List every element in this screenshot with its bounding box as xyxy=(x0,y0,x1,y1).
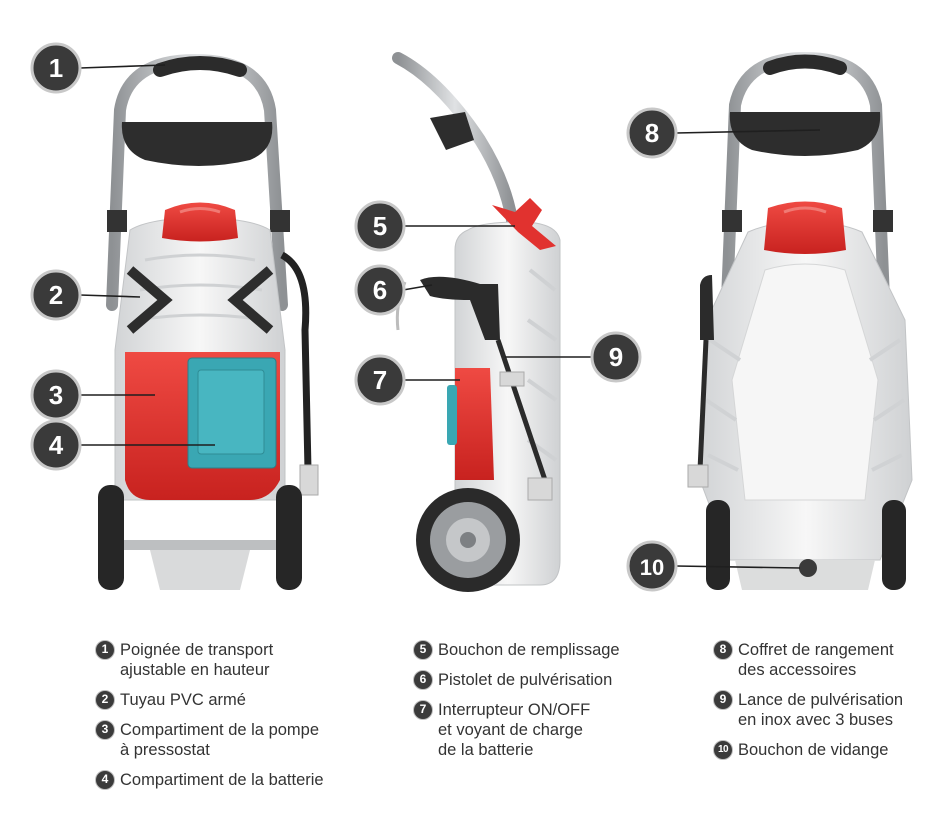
svg-text:10: 10 xyxy=(640,555,664,580)
legend-text: Bouchon de remplissage xyxy=(438,641,620,659)
legend-badge: 4 xyxy=(95,770,115,790)
callout-1: 1 xyxy=(30,42,82,94)
front-handle-grip xyxy=(153,56,247,77)
callout-7: 7 xyxy=(354,354,406,406)
legend-column-3: 8 Coffret de rangement des accessoires 9… xyxy=(713,640,928,770)
legend-item-3: 3 Compartiment de la pompe à pressostat xyxy=(95,720,395,760)
legend-item-6: 6 Pistolet de pulvérisation xyxy=(413,670,693,690)
legend-item-4: 4 Compartiment de la batterie xyxy=(95,770,395,790)
callout-5: 5 xyxy=(354,200,406,252)
legend-text: Coffret de rangement des accessoires xyxy=(738,641,894,679)
legend-badge: 6 xyxy=(413,670,433,690)
legend-text: Bouchon de vidange xyxy=(738,741,889,759)
legend-text: Interrupteur ON/OFF et voyant de charge … xyxy=(438,701,591,759)
back-storage-box xyxy=(729,112,881,156)
callout-10: 10 xyxy=(626,540,678,592)
legend-item-1: 1 Poignée de transport ajustable en haut… xyxy=(95,640,395,680)
back-cap xyxy=(764,201,846,254)
back-view xyxy=(687,51,913,590)
legend-item-2: 2 Tuyau PVC armé xyxy=(95,690,395,710)
svg-text:4: 4 xyxy=(49,430,64,460)
legend-text: Tuyau PVC armé xyxy=(120,691,246,709)
callout-2: 2 xyxy=(30,269,82,321)
legend-item-7: 7 Interrupteur ON/OFF et voyant de charg… xyxy=(413,700,693,760)
legend-text: Lance de pulvérisation en inox avec 3 bu… xyxy=(738,691,904,729)
legend-column-1: 1 Poignée de transport ajustable en haut… xyxy=(95,640,395,800)
side-handle xyxy=(392,52,518,496)
legend-badge: 2 xyxy=(95,690,115,710)
svg-text:3: 3 xyxy=(49,380,63,410)
legend-badge: 8 xyxy=(713,640,733,660)
callout-4: 4 xyxy=(30,419,82,471)
callout-8: 8 xyxy=(626,107,678,159)
legend-badge: 7 xyxy=(413,700,433,720)
side-view xyxy=(392,52,561,592)
callout-3: 3 xyxy=(30,369,82,421)
leader-lines xyxy=(79,64,821,569)
front-handle-bar xyxy=(121,122,273,166)
side-spray-gun xyxy=(420,276,500,340)
legend-badge: 5 xyxy=(413,640,433,660)
legend-badge: 9 xyxy=(713,690,733,710)
side-cap xyxy=(492,198,556,250)
sprayer-diagram: 1 2 3 4 5 6 7 8 9 10 xyxy=(30,42,913,592)
legend-text: Compartiment de la batterie xyxy=(120,771,324,789)
svg-text:2: 2 xyxy=(49,280,63,310)
legend-item-9: 9 Lance de pulvérisation en inox avec 3 … xyxy=(713,690,928,730)
legend-item-10: 10 Bouchon de vidange xyxy=(713,740,928,760)
legend-text: Pistolet de pulvérisation xyxy=(438,671,613,689)
svg-text:5: 5 xyxy=(373,211,387,241)
svg-text:7: 7 xyxy=(373,365,387,395)
legend-badge: 3 xyxy=(95,720,115,740)
legend-badge: 1 xyxy=(95,640,115,660)
legend-item-5: 5 Bouchon de remplissage xyxy=(413,640,693,660)
callout-6: 6 xyxy=(354,264,406,316)
legend-column-2: 5 Bouchon de remplissage 6 Pistolet de p… xyxy=(413,640,693,770)
legend-text: Poignée de transport ajustable en hauteu… xyxy=(120,641,274,679)
back-drain-plug xyxy=(799,559,817,577)
svg-text:1: 1 xyxy=(49,53,63,83)
legend-item-8: 8 Coffret de rangement des accessoires xyxy=(713,640,928,680)
svg-text:6: 6 xyxy=(373,275,387,305)
legend-text: Compartiment de la pompe à pressostat xyxy=(120,721,320,759)
svg-text:8: 8 xyxy=(645,118,659,148)
legend-badge: 10 xyxy=(713,740,733,760)
svg-text:9: 9 xyxy=(609,342,623,372)
callout-9: 9 xyxy=(590,331,642,383)
front-view xyxy=(98,53,319,590)
